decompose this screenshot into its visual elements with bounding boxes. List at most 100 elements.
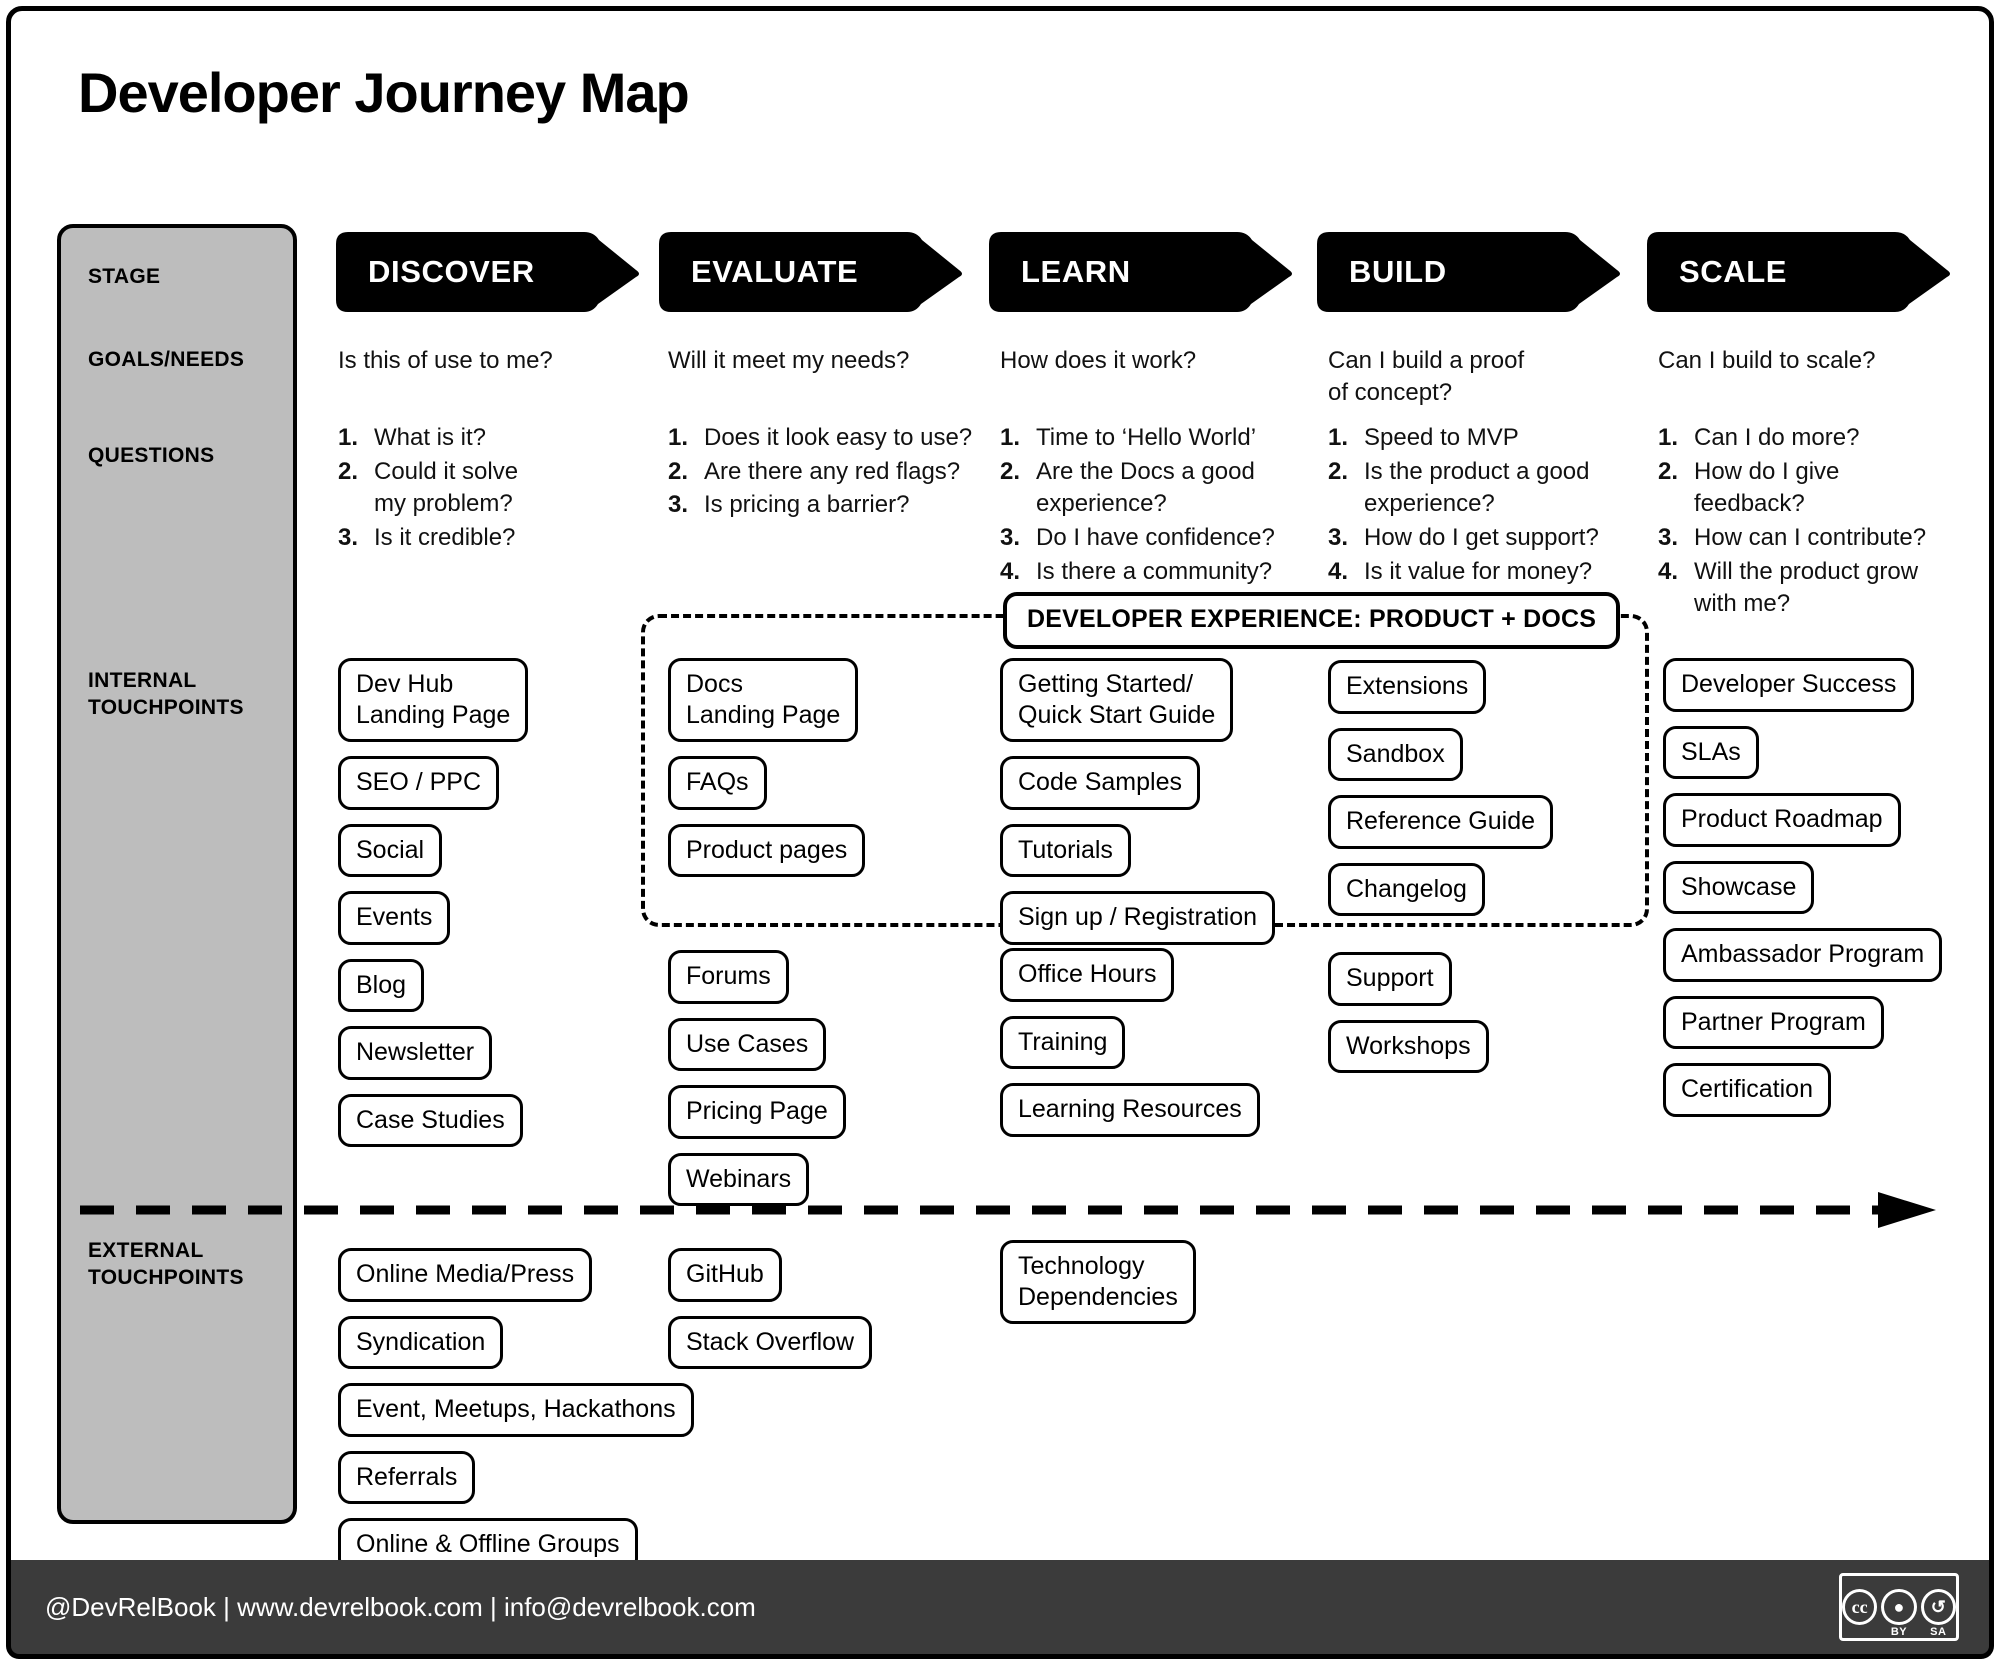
- stage-label-learn: LEARN: [1021, 254, 1131, 289]
- chip-getting-started-quick-start-guide[interactable]: Getting Started/ Quick Start Guide: [1000, 658, 1234, 742]
- chip-support[interactable]: Support: [1328, 952, 1452, 1006]
- stage-banner-discover[interactable]: DISCOVER: [336, 232, 654, 312]
- chip-sign-up-registration[interactable]: Sign up / Registration: [1000, 891, 1276, 945]
- chip-dev-hub-landing-page[interactable]: Dev Hub Landing Page: [338, 658, 529, 742]
- internal-chips-scale: Developer Success SLAs Product Roadmap S…: [1663, 658, 1943, 1131]
- goal-discover: Is this of use to me?: [338, 347, 553, 374]
- row-label-external-touchpoints: EXTERNAL TOUCHPOINTS: [88, 1239, 244, 1289]
- questions-evaluate: 1.Does it look easy to use? 2.Are there …: [668, 422, 998, 523]
- question-item: 2.How do I give feedback?: [1658, 457, 1840, 518]
- sa-glyph: ↺: [1930, 1596, 1946, 1617]
- stage-banner-evaluate[interactable]: EVALUATE: [659, 232, 977, 312]
- chip-developer-success[interactable]: Developer Success: [1663, 658, 1915, 712]
- question-item: 2.Could it solve my problem?: [338, 457, 519, 518]
- question-item: 2.Are the Docs a good experience?: [1000, 457, 1255, 518]
- chip-code-samples[interactable]: Code Samples: [1000, 756, 1200, 810]
- goal-scale: Can I build to scale?: [1658, 347, 1876, 374]
- chip-case-studies[interactable]: Case Studies: [338, 1093, 523, 1147]
- chip-workshops[interactable]: Workshops: [1328, 1019, 1489, 1073]
- chip-forums[interactable]: Forums: [668, 950, 789, 1004]
- by-glyph: ●: [1893, 1596, 1905, 1617]
- chip-docs-landing-page[interactable]: Docs Landing Page: [668, 658, 859, 742]
- chip-pricing-page[interactable]: Pricing Page: [668, 1085, 846, 1139]
- cc-by-icon: ● BY: [1881, 1589, 1917, 1638]
- chip-certification[interactable]: Certification: [1663, 1063, 1831, 1117]
- stage-banner-learn[interactable]: LEARN: [989, 232, 1307, 312]
- cc-by-label: BY: [1890, 1626, 1908, 1638]
- chip-github[interactable]: GitHub: [668, 1248, 782, 1302]
- questions-scale: 1.Can I do more? 2.How do I give feedbac…: [1658, 422, 1958, 622]
- chip-social[interactable]: Social: [338, 823, 443, 877]
- question-item: 1.Does it look easy to use?: [668, 424, 973, 451]
- chip-office-hours[interactable]: Office Hours: [1000, 948, 1175, 1002]
- stage-label-scale: SCALE: [1679, 254, 1788, 289]
- chip-referrals[interactable]: Referrals: [338, 1450, 476, 1504]
- chip-blog[interactable]: Blog: [338, 958, 425, 1012]
- row-label-questions: QUESTIONS: [88, 444, 215, 467]
- stage-banner-scale[interactable]: SCALE: [1647, 232, 1965, 312]
- chip-use-cases[interactable]: Use Cases: [668, 1017, 827, 1071]
- chip-webinars[interactable]: Webinars: [668, 1152, 810, 1206]
- cc-icon: cc: [1842, 1589, 1878, 1625]
- chip-ambassador-program[interactable]: Ambassador Program: [1663, 928, 1943, 982]
- creative-commons-license-badge: cc ● BY ↺ SA: [1839, 1573, 1959, 1641]
- internal-chips-learn: Office Hours Training Learning Resources: [1000, 948, 1260, 1151]
- chip-syndication[interactable]: Syndication: [338, 1315, 504, 1369]
- row-label-stage: STAGE: [88, 265, 161, 288]
- chip-extensions[interactable]: Extensions: [1328, 660, 1487, 714]
- question-item: 2.Is the product a good experience?: [1328, 457, 1590, 518]
- chip-partner-program[interactable]: Partner Program: [1663, 995, 1884, 1049]
- chip-stack-overflow[interactable]: Stack Overflow: [668, 1315, 873, 1369]
- footer-bar: @DevRelBook | www.devrelbook.com | info@…: [6, 1560, 1994, 1659]
- question-item: 3.Do I have confidence?: [1000, 523, 1275, 551]
- chip-changelog[interactable]: Changelog: [1328, 862, 1485, 916]
- stage-label-build: BUILD: [1349, 254, 1447, 289]
- question-item: 4.Is it value for money?: [1328, 557, 1593, 585]
- chip-showcase[interactable]: Showcase: [1663, 860, 1815, 914]
- cc-sa-label: SA: [1930, 1626, 1947, 1638]
- stage-banner-build[interactable]: BUILD: [1317, 232, 1635, 312]
- chip-newsletter[interactable]: Newsletter: [338, 1026, 493, 1080]
- question-item: 2.Are there any red flags?: [668, 457, 961, 485]
- row-label-goals: GOALS/NEEDS: [88, 348, 245, 371]
- chip-faqs[interactable]: FAQs: [668, 756, 767, 810]
- internal-chips-evaluate: Forums Use Cases Pricing Page Webinars: [668, 950, 846, 1220]
- chip-sandbox[interactable]: Sandbox: [1328, 727, 1463, 781]
- page-title: Developer Journey Map: [78, 61, 690, 124]
- chip-reference-guide[interactable]: Reference Guide: [1328, 795, 1554, 849]
- chip-event-meetups-hackathons[interactable]: Event, Meetups, Hackathons: [338, 1383, 694, 1437]
- question-item: 1.Time to ‘Hello World’: [1000, 424, 1257, 451]
- question-item: 1.Can I do more?: [1658, 424, 1860, 451]
- footer-contact-text: @DevRelBook | www.devrelbook.com | info@…: [45, 1592, 756, 1622]
- goal-evaluate: Will it meet my needs?: [668, 347, 910, 374]
- stage-label-evaluate: EVALUATE: [691, 254, 859, 289]
- chip-tutorials[interactable]: Tutorials: [1000, 823, 1131, 877]
- chip-slas[interactable]: SLAs: [1663, 725, 1759, 779]
- goal-learn: How does it work?: [1000, 347, 1197, 374]
- internal-chips-build: Support Workshops: [1328, 952, 1489, 1087]
- chip-events[interactable]: Events: [338, 891, 451, 945]
- internal-chips-learn-dx: Getting Started/ Quick Start Guide Code …: [1000, 658, 1276, 959]
- chip-online-media-press[interactable]: Online Media/Press: [338, 1248, 593, 1302]
- cc-sa-icon: ↺ SA: [1920, 1589, 1956, 1638]
- questions-learn: 1.Time to ‘Hello World’ 2.Are the Docs a…: [1000, 422, 1320, 589]
- developer-experience-label: DEVELOPER EXPERIENCE: PRODUCT + DOCS: [1003, 592, 1621, 649]
- question-item: 3.How can I contribute?: [1658, 523, 1927, 551]
- external-chips-evaluate: GitHub Stack Overflow: [668, 1248, 873, 1383]
- external-chips-learn: Technology Dependencies: [1000, 1240, 1196, 1338]
- goal-build: Can I build a proof of concept?: [1328, 347, 1525, 406]
- chip-technology-dependencies[interactable]: Technology Dependencies: [1000, 1240, 1196, 1324]
- chip-seo-ppc[interactable]: SEO / PPC: [338, 756, 500, 810]
- chip-product-pages[interactable]: Product pages: [668, 823, 866, 877]
- cc-glyph: cc: [1851, 1596, 1868, 1617]
- chip-training[interactable]: Training: [1000, 1015, 1126, 1069]
- internal-chips-evaluate-dx: Docs Landing Page FAQs Product pages: [668, 658, 866, 891]
- chip-product-roadmap[interactable]: Product Roadmap: [1663, 793, 1901, 847]
- external-chips-discover: Online Media/Press Syndication Event, Me…: [338, 1248, 694, 1586]
- row-label-rail: [57, 224, 297, 1524]
- question-item: 3.Is it credible?: [338, 523, 516, 551]
- questions-discover: 1.What is it? 2.Could it solve my proble…: [338, 422, 638, 556]
- internal-chips-build-dx: Extensions Sandbox Reference Guide Chang…: [1328, 660, 1554, 930]
- chip-learning-resources[interactable]: Learning Resources: [1000, 1083, 1260, 1137]
